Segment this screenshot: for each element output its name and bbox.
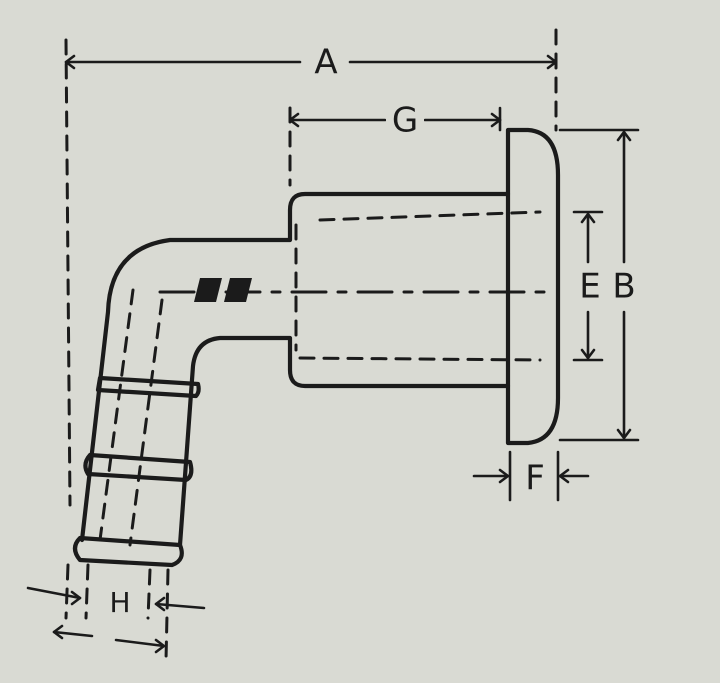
arrowheads-H-lower [52, 624, 166, 654]
label-A: A [314, 43, 337, 83]
flange-outline [505, 127, 561, 446]
label-G: G [392, 101, 418, 141]
hidden-line-bore-top [318, 210, 542, 222]
dimension-lines [26, 28, 640, 662]
hidden-line-tail-inner-mid [128, 298, 164, 547]
label-bg-A [306, 44, 346, 82]
label-E: E [579, 267, 600, 307]
label-H: H [109, 586, 130, 619]
label-F: F [525, 459, 545, 499]
pipe-end-ring [72, 535, 184, 568]
body-lower-outline [177, 335, 511, 548]
arrowheads-H-outer [70, 590, 166, 612]
dimension-line-H-lower [52, 630, 166, 648]
barb-ring-upper [95, 375, 201, 399]
arrowheads-F [498, 468, 570, 484]
hidden-line-tail-inner-left [98, 288, 135, 542]
arrowheads-A [64, 54, 558, 70]
hidden-line-bore-bottom [298, 356, 542, 362]
dimension-line-H-outer [26, 586, 206, 610]
extension-lines-E [572, 210, 604, 362]
hidden-lines [98, 210, 542, 547]
elbow-fitting-outline [72, 127, 561, 568]
dimension-labels: A G E B F H [109, 43, 635, 620]
arrowheads-G [288, 112, 502, 128]
thread-mark-1 [194, 278, 222, 302]
extension-lines-F [508, 450, 560, 502]
label-bg-G [386, 102, 424, 140]
arrowheads-B [616, 130, 632, 440]
label-B: B [612, 267, 635, 307]
thread-mark-2 [224, 278, 252, 302]
thread-marks [194, 278, 252, 302]
barb-ring-lower [83, 452, 194, 483]
extension-lines-B [558, 128, 640, 442]
extension-line-A-left [64, 38, 72, 507]
body-outline [79, 191, 511, 543]
arrowheads-E [580, 212, 596, 360]
extension-lines-H [64, 563, 170, 662]
